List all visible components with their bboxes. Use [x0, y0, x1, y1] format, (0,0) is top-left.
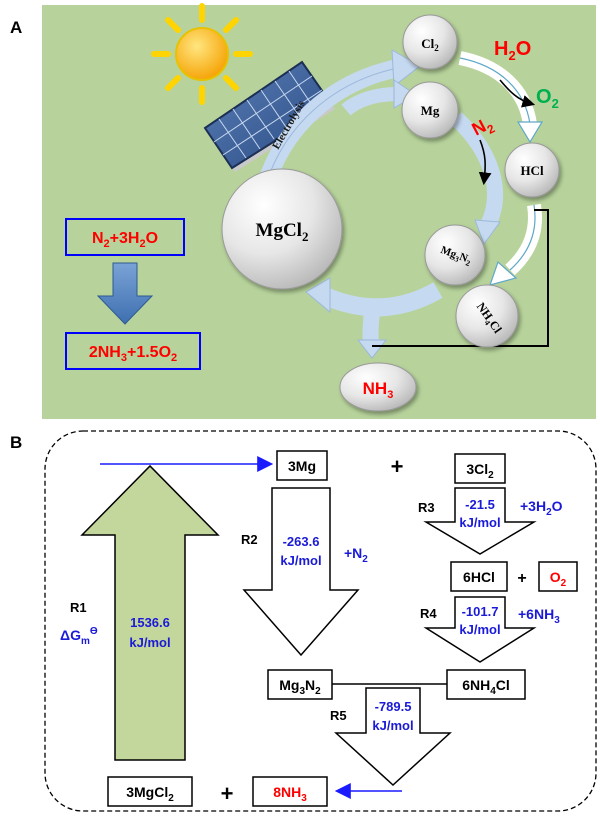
- svg-text:O2: O2: [550, 569, 567, 589]
- r3-reagent: +3H2O: [520, 498, 563, 518]
- overall-reactants-box: N2+3H2O: [65, 218, 185, 256]
- cl2-node: Cl2: [402, 14, 458, 70]
- r1-unit: kJ/mol: [129, 635, 170, 650]
- r2-down-arrow: [242, 487, 360, 657]
- h2o-label: H2O: [494, 38, 531, 63]
- box-3cl2: 3Cl2: [454, 453, 506, 484]
- box-3mgcl2: 3MgCl2: [107, 776, 193, 807]
- svg-text:8NH3: 8NH3: [273, 784, 307, 804]
- svg-text:MgCl2: MgCl2: [256, 220, 309, 244]
- plus-mgcl2-nh3: +: [221, 781, 234, 806]
- r4-unit: kJ/mol: [459, 622, 500, 637]
- r5-down-arrow: [334, 687, 452, 787]
- r3-unit: kJ/mol: [459, 515, 500, 530]
- box-3mg: 3Mg: [276, 450, 328, 481]
- r1-label: R1: [70, 600, 87, 615]
- r5-unit: kJ/mol: [372, 718, 413, 733]
- mg-to-mg3n2-arrow: [450, 112, 503, 246]
- o2-label: O2: [536, 86, 559, 111]
- r2-reagent: +N2: [344, 545, 368, 565]
- r1-up-arrow: [80, 464, 220, 761]
- hcl-node: HCl: [504, 142, 560, 198]
- svg-text:N2+3H2O: N2+3H2O: [92, 230, 158, 250]
- recycle-line: [372, 209, 549, 347]
- mgcl2-node: MgCl2: [221, 168, 343, 290]
- svg-text:HCl: HCl: [520, 163, 544, 178]
- r3-value: -21.5: [465, 497, 495, 512]
- mg-node: Mg: [401, 81, 459, 139]
- mg3n2-node: Mg3N2: [424, 224, 486, 286]
- to-nh3-arrow: [356, 311, 388, 359]
- svg-text:6NH4Cl: 6NH4Cl: [462, 677, 510, 697]
- r4-reagent: +6NH3: [518, 606, 560, 626]
- overall-products-box: 2NH3+1.5O2: [65, 332, 201, 370]
- r2-label: R2: [241, 532, 258, 547]
- electrolysis-arrow: [259, 49, 421, 182]
- overall-down-arrow: [96, 262, 154, 325]
- r5-value: -789.5: [375, 699, 412, 714]
- svg-text:Mg3N2: Mg3N2: [279, 677, 321, 697]
- box-o2: O2: [538, 561, 578, 592]
- box-6nh4cl: 6NH4Cl: [446, 669, 526, 700]
- box-6hcl: 6HCl: [450, 561, 508, 592]
- svg-text:Mg3N2: Mg3N2: [438, 244, 473, 268]
- cl2-to-hcl-arrow: [458, 51, 544, 144]
- nh4cl-node: NH4Cl: [455, 284, 519, 348]
- r2-unit: kJ/mol: [280, 553, 321, 568]
- r4-label: R4: [420, 606, 437, 621]
- return-to-mgcl2-arrow: [305, 277, 443, 317]
- r4-value: -101.7: [462, 604, 499, 619]
- sun-icon: [151, 3, 253, 105]
- panel-a-label: A: [10, 18, 22, 37]
- r3-label: R3: [418, 500, 435, 515]
- panel-b-label: B: [10, 433, 22, 452]
- r4-down-arrow: [423, 596, 537, 663]
- box-8nh3: 8NH3: [252, 776, 328, 807]
- r1-value: 1536.6: [130, 615, 170, 630]
- h2o-input-arrow: [499, 79, 536, 108]
- svg-text:Cl2: Cl2: [421, 36, 439, 53]
- r2-value: -263.6: [283, 534, 320, 549]
- svg-text:3Cl2: 3Cl2: [466, 461, 494, 481]
- n2-input-arrow: [478, 139, 492, 186]
- svg-text:3MgCl2: 3MgCl2: [126, 784, 174, 804]
- r3-down-arrow: [423, 487, 537, 555]
- panel-b-frame: [44, 430, 597, 812]
- svg-text:6HCl: 6HCl: [463, 569, 495, 585]
- hcl-to-nh4cl-arrow: [489, 203, 542, 286]
- nh3-node: NH3: [339, 362, 417, 412]
- svg-text:3Mg: 3Mg: [288, 458, 316, 474]
- svg-text:Mg: Mg: [421, 103, 440, 118]
- box-mg3n2: Mg3N2: [267, 669, 333, 700]
- plus-mg-cl2: +: [391, 454, 404, 479]
- r5-label: R5: [330, 708, 347, 723]
- r1-gibbs-symbol: ΔGmϴ: [60, 626, 98, 647]
- svg-text:2NH3+1.5O2: 2NH3+1.5O2: [89, 344, 177, 364]
- svg-text:NH3: NH3: [363, 379, 394, 401]
- plus-hcl-o2: +: [517, 570, 526, 587]
